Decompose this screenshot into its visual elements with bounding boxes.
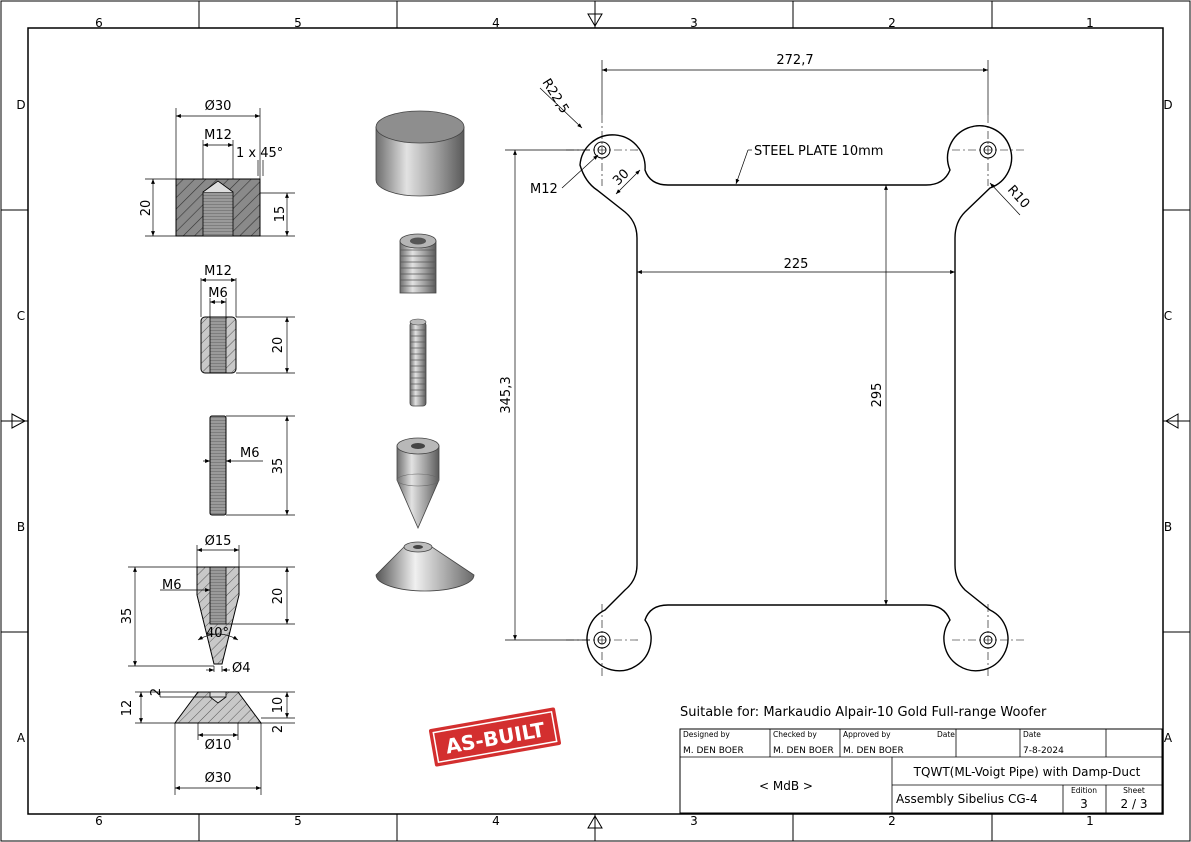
part1-dia: Ø30 — [205, 99, 232, 114]
zone-row-c-right: C — [1164, 309, 1172, 323]
part1-thread: M12 — [204, 128, 232, 143]
org-name: < MdB > — [759, 779, 813, 793]
edition-value: 3 — [1080, 797, 1088, 811]
plate-radius-fillet: R10 — [1004, 183, 1032, 212]
part3-length: 35 — [271, 458, 286, 475]
zone-row-b-right: B — [1164, 520, 1172, 534]
part5-bore: Ø10 — [205, 738, 232, 753]
render-rod — [409, 318, 427, 407]
part4-thread: M6 — [162, 578, 182, 593]
sheet-value: 2 / 3 — [1121, 797, 1148, 811]
part5-height: 12 — [120, 700, 135, 717]
approved-date-label: Date — [937, 730, 955, 739]
zone-col-4-bottom: 4 — [492, 814, 500, 828]
part2-height: 20 — [271, 337, 286, 354]
drawing-subtitle: Assembly Sibelius CG-4 — [896, 792, 1038, 806]
zone-col-6-top: 6 — [95, 16, 103, 30]
title-block: Designed by M. DEN BOER Checked by M. DE… — [679, 728, 1163, 814]
part4-spike: Ø15 M6 35 20 40° Ø4 — [120, 534, 295, 676]
date-value: 7-8-2024 — [1023, 746, 1064, 756]
part4-dia: Ø15 — [205, 534, 232, 549]
plate-width-inner: 225 — [784, 257, 809, 272]
zone-labels: 6 5 4 3 2 1 6 5 4 3 2 1 D C B A D C B A — [16, 16, 1173, 828]
part4-thread-depth: 20 — [271, 588, 286, 605]
part1-chamfer: 1 x 45° — [236, 146, 283, 161]
plate-radius-lobe: R22,5 — [539, 76, 572, 116]
plate-hole: M12 — [530, 182, 558, 197]
drawing-title: TQWT(ML-Voigt Pipe) with Damp-Duct — [913, 765, 1141, 779]
designed-label: Designed by — [683, 730, 730, 739]
approved-value: M. DEN BOER — [843, 746, 904, 756]
zone-row-a-left: A — [17, 731, 26, 745]
checked-label: Checked by — [773, 730, 817, 739]
zone-row-a-right: A — [1164, 731, 1173, 745]
plate-material-note: STEEL PLATE 10mm — [754, 144, 883, 159]
zone-col-3-bottom: 3 — [690, 814, 698, 828]
suitable-note: Suitable for: Markaudio Alpair-10 Gold F… — [680, 705, 1047, 720]
part4-angle: 40° — [206, 626, 229, 641]
designed-value: M. DEN BOER — [683, 746, 744, 756]
edition-label: Edition — [1071, 786, 1097, 795]
part1-section: Ø30 M12 1 x 45° 20 15 — [139, 99, 295, 237]
zone-col-6-bottom: 6 — [95, 814, 103, 828]
checked-value: M. DEN BOER — [773, 746, 834, 756]
part1-thread-depth: 15 — [273, 206, 288, 223]
plate-height-outer: 345,3 — [499, 376, 514, 413]
part5-body: 10 — [271, 697, 286, 714]
zone-col-3-top: 3 — [690, 16, 698, 30]
zone-col-2-bottom: 2 — [888, 814, 896, 828]
part1-height: 20 — [139, 200, 154, 217]
zone-col-2-top: 2 — [888, 16, 896, 30]
part2-section: M12 M6 20 — [200, 264, 295, 374]
zone-row-d-right: D — [1163, 98, 1172, 112]
plate-width-outer: 272,7 — [776, 53, 813, 68]
zone-col-1-bottom: 1 — [1086, 814, 1094, 828]
part2-outer-thread: M12 — [204, 264, 232, 279]
zone-col-5-top: 5 — [294, 16, 302, 30]
part4-length: 35 — [120, 608, 135, 625]
steel-plate — [566, 115, 1024, 676]
render-cap — [375, 110, 465, 197]
part3-rod: M6 35 — [203, 415, 295, 516]
render-coupler — [399, 233, 437, 294]
plate-height-inner: 295 — [870, 383, 885, 408]
approved-label: Approved by — [843, 730, 891, 739]
part5-top: 2 — [149, 688, 164, 696]
zone-row-c-left: C — [17, 309, 25, 323]
zone-col-1-top: 1 — [1086, 16, 1094, 30]
part5-edge: 2 — [271, 725, 286, 733]
render-base — [375, 541, 475, 592]
part4-tip: Ø4 — [232, 661, 251, 676]
date-label: Date — [1023, 730, 1041, 739]
part5-base: 2 12 10 2 Ø10 Ø30 — [120, 688, 295, 795]
part3-thread: M6 — [240, 446, 260, 461]
part2-inner-thread: M6 — [208, 286, 228, 301]
as-built-stamp: AS-BUILT — [428, 707, 562, 767]
render-spike — [396, 437, 440, 529]
zone-row-b-left: B — [17, 520, 25, 534]
zone-col-4-top: 4 — [492, 16, 500, 30]
zone-row-d-left: D — [16, 98, 25, 112]
zone-col-5-bottom: 5 — [294, 814, 302, 828]
sheet-label: Sheet — [1123, 786, 1145, 795]
part5-dia: Ø30 — [205, 771, 232, 786]
